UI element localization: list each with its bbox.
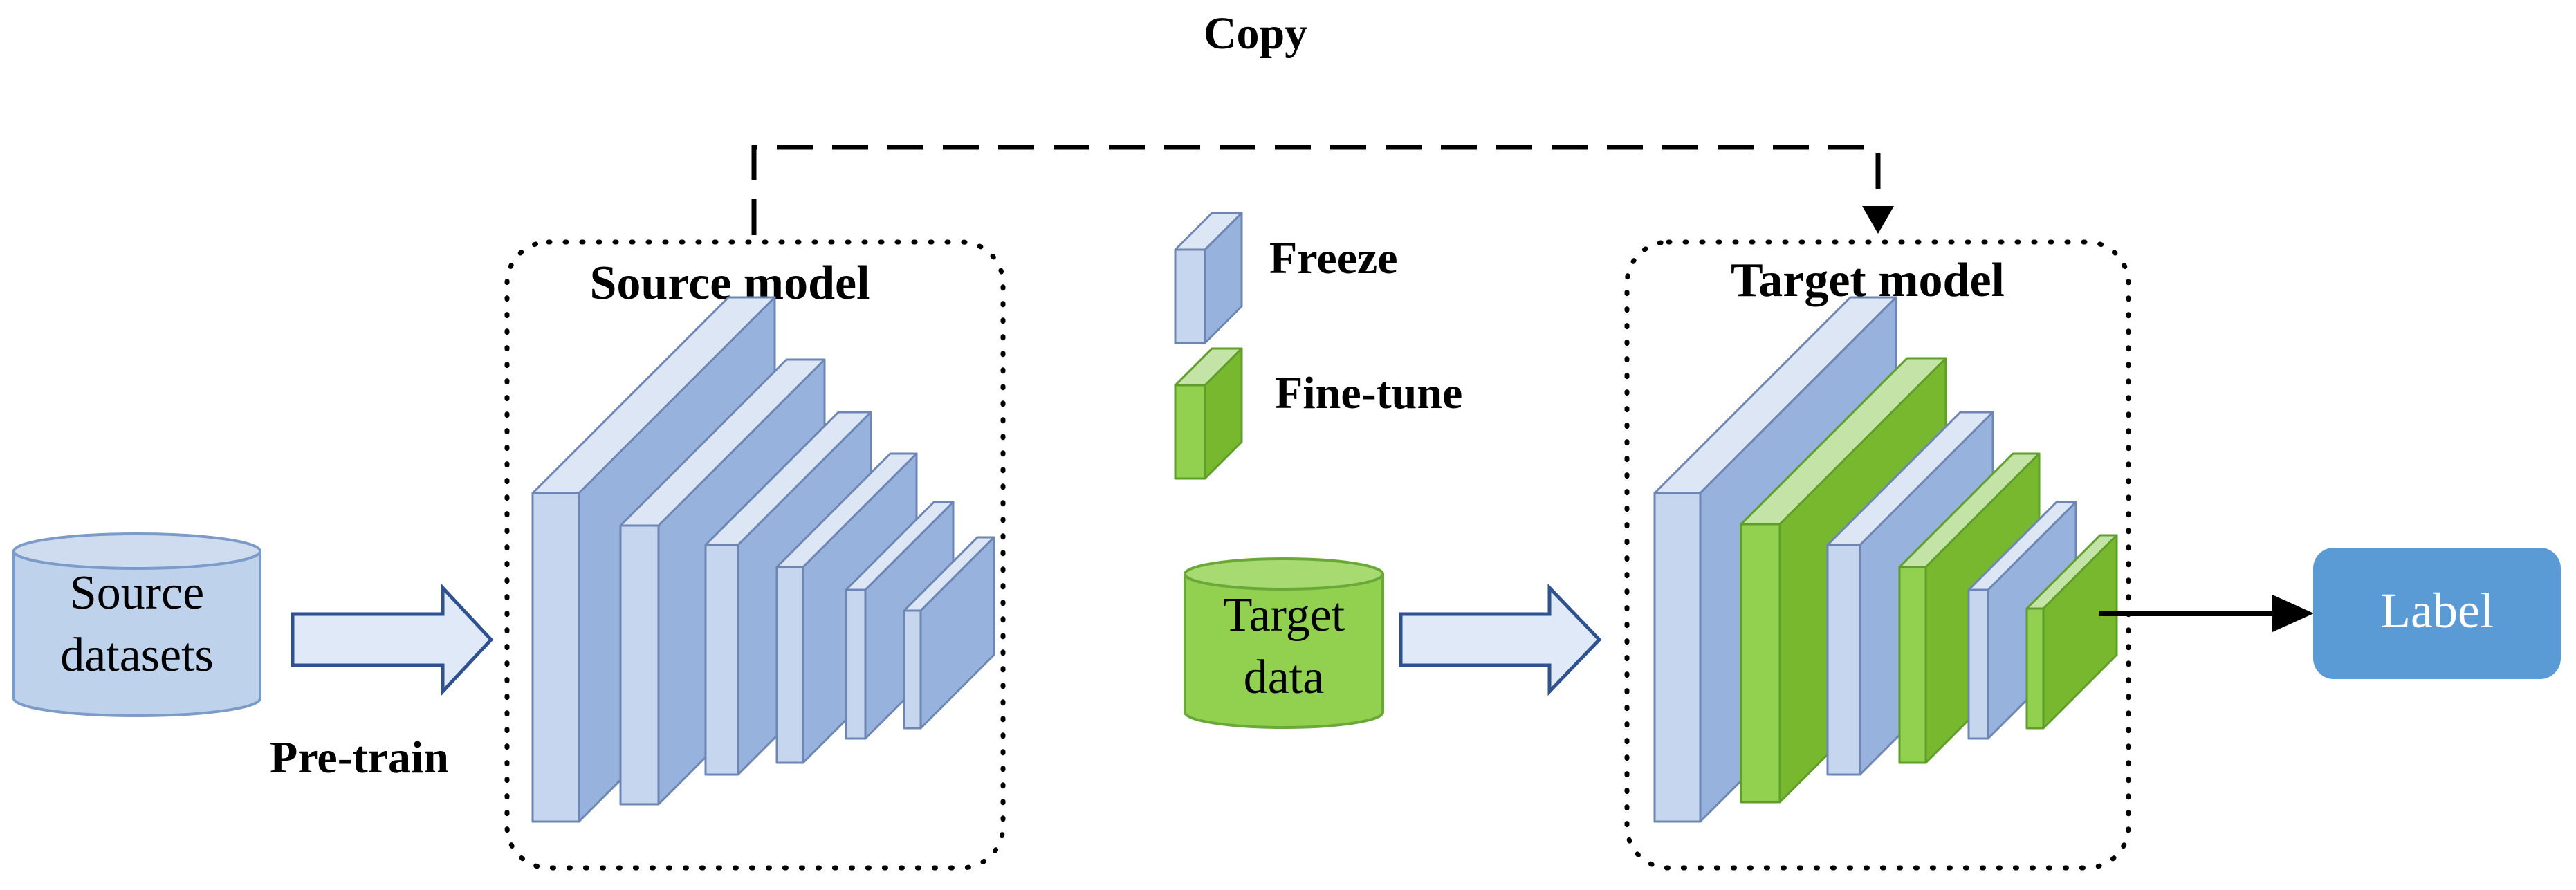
pretrain-arrow [291,583,494,696]
target-layer-6 [2025,534,2118,730]
source-model-box [504,239,1006,871]
legend-finetune-label: Fine-tune [1275,368,1462,418]
output-arrow [2099,595,2314,632]
finetune-icon [1174,347,1243,480]
legend-finetune-cube [1174,347,1243,480]
target-data-cylinder [1184,557,1384,729]
copy-arrow [751,145,1894,235]
legend-freeze-cube [1174,212,1243,344]
source-layer-6 [903,536,995,730]
label-text: Label [2380,583,2494,638]
source-datasets-line2: datasets [60,629,214,682]
pretrain-label: Pre-train [270,732,449,783]
target-data-line2: data [1244,651,1325,704]
target-data-arrow [1399,583,1602,696]
label-box [2313,548,2561,679]
copy-label: Copy [1204,8,1307,59]
source-model-layers [531,296,995,823]
source-datasets-line1: Source [70,566,204,620]
legend-freeze-label: Freeze [1269,233,1398,284]
source-datasets-cylinder [12,532,261,717]
freeze-icon [1174,212,1243,344]
target-model-layers [1653,296,2118,823]
target-data-line1: Target [1223,588,1345,642]
source-layer-3 [704,411,872,776]
